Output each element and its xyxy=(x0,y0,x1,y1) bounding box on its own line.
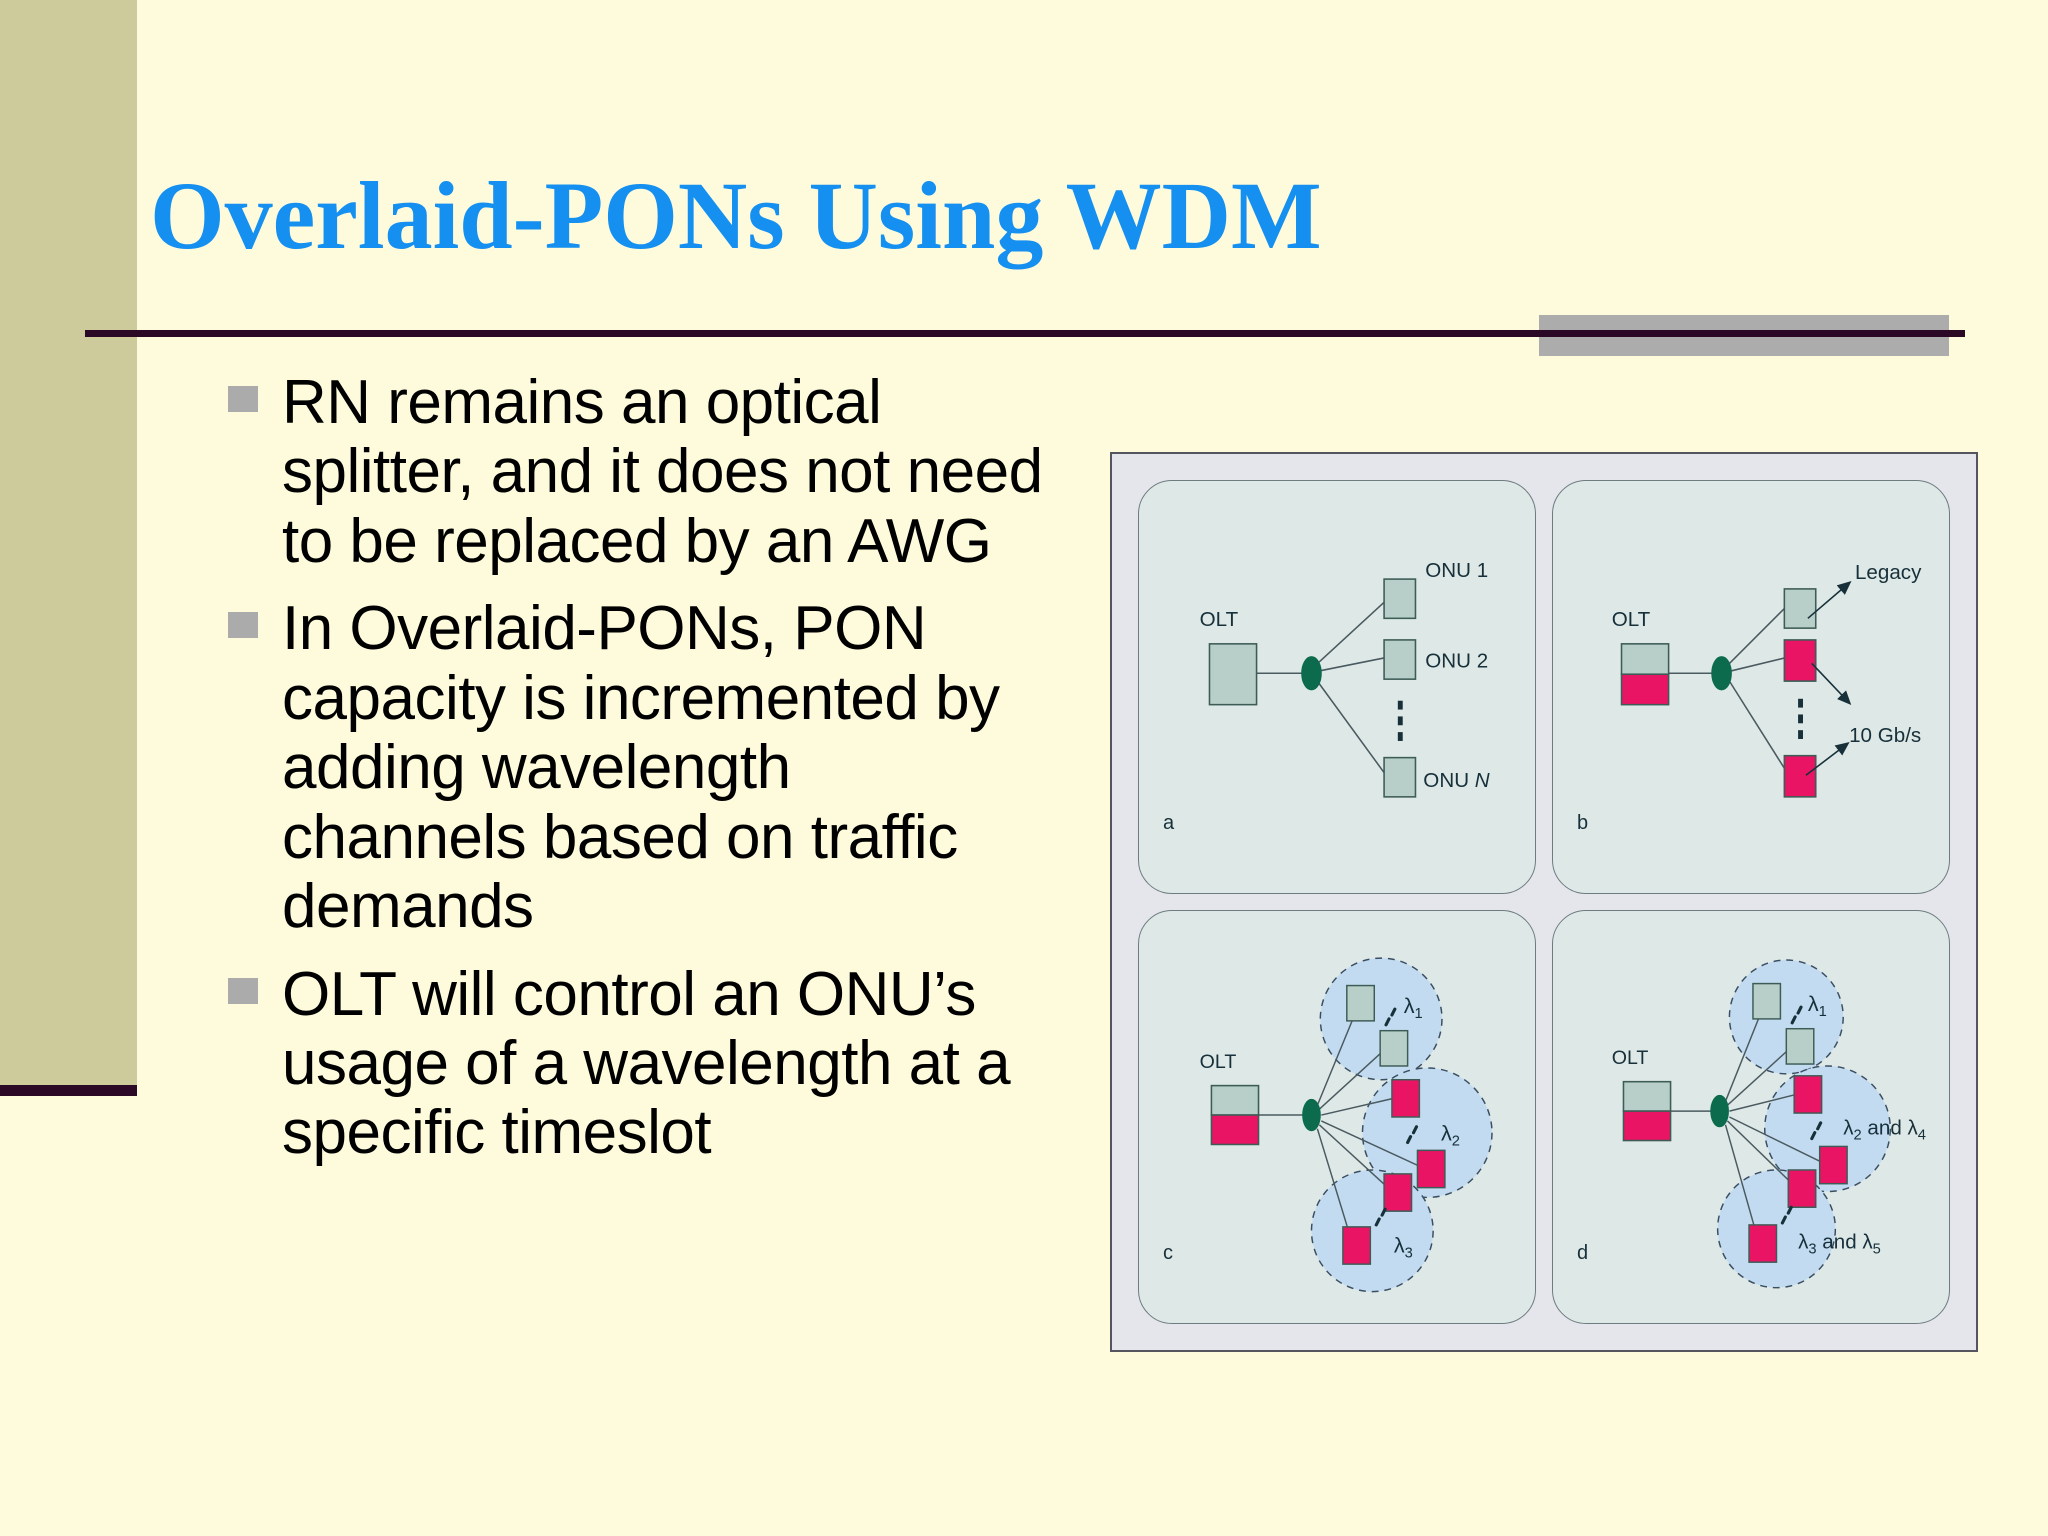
vertical-ellipsis-icon-a xyxy=(1397,700,1403,741)
onu-box-d-l3-a xyxy=(1787,1169,1817,1208)
onu-box-a-2 xyxy=(1383,639,1417,680)
group-ellipsis-icons-d xyxy=(1780,1005,1823,1225)
olt-box-c xyxy=(1210,1084,1260,1146)
page-title: Overlaid-PONs Using WDM xyxy=(150,162,1322,270)
figure-panel-c: OLT λ1 λ2 λ3 c xyxy=(1138,910,1536,1324)
onu-label-a-n: ONU N xyxy=(1423,769,1489,792)
olt-label-b: OLT xyxy=(1612,608,1651,631)
onu-box-c-l3-b xyxy=(1342,1226,1372,1265)
onu-box-d-l1-a xyxy=(1752,982,1782,1020)
onu-box-c-l1-b xyxy=(1379,1029,1409,1067)
wavelength-group-circle-c-3 xyxy=(1310,1169,1434,1293)
olt-box-b xyxy=(1620,643,1670,706)
bullet-text: RN remains an optical splitter, and it d… xyxy=(282,368,1043,576)
onu-box-d-l2-b xyxy=(1818,1145,1848,1185)
bullet-text: OLT will control an ONU’s usage of a wav… xyxy=(282,959,1011,1168)
wavelength-label-d-2: λ2 and λ4 xyxy=(1843,1117,1926,1144)
onu-box-a-1 xyxy=(1383,578,1417,620)
tengbps-arrow-2 xyxy=(1805,741,1850,776)
bullet-text: In Overlaid-PONs, PON capacity is increm… xyxy=(282,594,1000,942)
bullet-square-icon xyxy=(228,386,258,412)
onu-box-d-l3-b xyxy=(1748,1224,1778,1263)
panel-letter-a: a xyxy=(1163,812,1175,834)
list-item: OLT will control an ONU’s usage of a wav… xyxy=(228,960,1048,1168)
list-item: In Overlaid-PONs, PON capacity is increm… xyxy=(228,594,1048,941)
onu-box-c-l2-a xyxy=(1391,1078,1421,1118)
onu-box-c-l2-b xyxy=(1416,1149,1446,1189)
onu-label-a-1: ONU 1 xyxy=(1425,559,1488,582)
bullet-list: RN remains an optical splitter, and it d… xyxy=(228,368,1048,1186)
title-underline-rule xyxy=(85,330,1965,337)
splitter-ellipse-a xyxy=(1301,656,1322,691)
splitter-ellipse-d xyxy=(1710,1094,1729,1128)
panel-letter-c: c xyxy=(1163,1242,1173,1264)
figure-panel-a: OLT ONU 1 ONU 2 ONU N a xyxy=(1138,480,1536,894)
onu-label-a-2: ONU 2 xyxy=(1425,649,1488,672)
olt-box-d xyxy=(1622,1080,1672,1142)
bullet-square-icon xyxy=(228,977,258,1004)
olt-label-d: OLT xyxy=(1612,1047,1649,1069)
vertical-ellipsis-icon-b xyxy=(1798,698,1803,739)
onu-box-b-legacy xyxy=(1783,588,1817,629)
onu-box-c-l1-a xyxy=(1346,984,1376,1022)
tengbps-arrow-1 xyxy=(1811,662,1852,705)
onu-box-d-l1-b xyxy=(1785,1027,1815,1065)
sidebar-foot-rule xyxy=(0,1085,137,1096)
olt-label-c: OLT xyxy=(1200,1051,1237,1073)
figure-panel-d: OLT λ1 λ2 and λ4 λ3 and λ5 d xyxy=(1552,910,1950,1324)
wavelength-label-d-3: λ3 and λ5 xyxy=(1798,1230,1881,1257)
legacy-label-b: Legacy xyxy=(1855,561,1922,584)
splitter-ellipse-b xyxy=(1711,656,1732,691)
list-item: RN remains an optical splitter, and it d… xyxy=(228,368,1048,576)
onu-box-b-1 xyxy=(1783,639,1817,682)
legacy-arrow xyxy=(1807,580,1852,619)
figure-panel-grid: OLT ONU 1 ONU 2 ONU N a xyxy=(1138,480,1950,1324)
splitter-ellipse-c xyxy=(1302,1098,1321,1132)
panel-letter-b: b xyxy=(1577,812,1589,834)
olt-box-a xyxy=(1208,643,1258,706)
bullet-square-icon xyxy=(228,612,258,639)
pon-architecture-figure: OLT ONU 1 ONU 2 ONU N a xyxy=(1110,452,1978,1352)
group-ellipsis-icons-c xyxy=(1374,1007,1419,1227)
onu-box-d-l2-a xyxy=(1793,1075,1823,1114)
onu-box-c-l3-a xyxy=(1383,1173,1413,1212)
rate-label-b: 10 Gb/s xyxy=(1849,724,1921,747)
onu-box-a-n xyxy=(1383,756,1417,798)
onu-box-b-2 xyxy=(1783,754,1817,798)
figure-panel-b: OLT Legacy 10 Gb/s b xyxy=(1552,480,1950,894)
left-sidebar-band xyxy=(0,0,137,1085)
olt-label-a: OLT xyxy=(1200,608,1239,631)
panel-letter-d: d xyxy=(1577,1242,1589,1264)
